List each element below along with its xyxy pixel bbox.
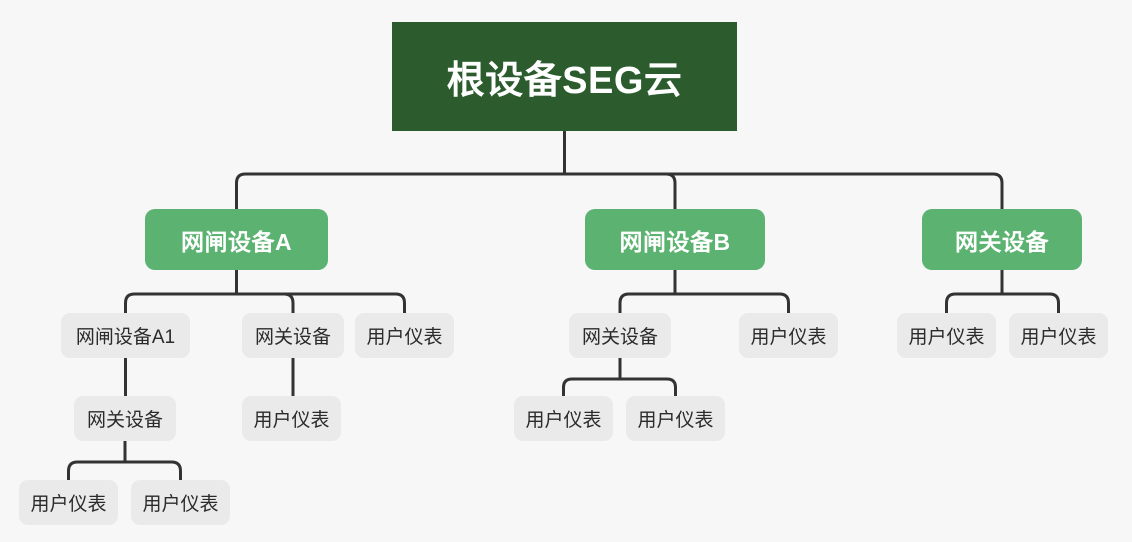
node-label: 网闸设备A1 <box>75 327 176 348</box>
node-label: 网关设备 <box>581 327 658 348</box>
connector-b1-a_l3_3 <box>235 292 406 315</box>
node-a_l3_2[interactable]: 网关设备 <box>242 313 344 358</box>
node-a_l5_1[interactable]: 用户仪表 <box>19 480 118 525</box>
node-label: 用户仪表 <box>142 494 219 515</box>
node-b_l3_1[interactable]: 网关设备 <box>569 313 671 358</box>
node-label: 用户仪表 <box>637 410 714 431</box>
node-label: 用户仪表 <box>750 327 827 348</box>
connector-root-b3 <box>563 172 1004 211</box>
connector-root-b1 <box>235 172 566 211</box>
node-a_l5_2[interactable]: 用户仪表 <box>131 480 230 525</box>
connector-b3-c_l3_2 <box>1000 292 1060 315</box>
node-label: 用户仪表 <box>30 494 107 515</box>
node-label: 用户仪表 <box>253 410 330 431</box>
node-root[interactable]: 根设备SEG云 <box>392 22 737 131</box>
node-label: 用户仪表 <box>525 410 602 431</box>
node-label: 根设备SEG云 <box>446 60 683 102</box>
node-a_l3_1[interactable]: 网闸设备A1 <box>61 313 190 358</box>
node-b3[interactable]: 网关设备 <box>922 209 1082 270</box>
node-a_l4_1[interactable]: 网关设备 <box>74 396 176 441</box>
node-label: 网关设备 <box>955 228 1049 255</box>
node-a_l3_3[interactable]: 用户仪表 <box>355 313 454 358</box>
connector-a_l4_1-a_l5_1 <box>67 460 127 482</box>
node-b_l3_2[interactable]: 用户仪表 <box>739 313 838 358</box>
connector-b1-a_l3_2 <box>235 292 295 315</box>
node-label: 网关设备 <box>254 327 331 348</box>
connector-b_l3_1-b_l4_1 <box>562 377 622 398</box>
node-label: 用户仪表 <box>1020 327 1097 348</box>
connector-b1-a_l3_1 <box>124 292 238 315</box>
connector-b_l3_1-b_l4_2 <box>618 377 677 398</box>
node-a_l4_2[interactable]: 用户仪表 <box>242 396 341 441</box>
node-label: 用户仪表 <box>366 327 443 348</box>
node-b2[interactable]: 网闸设备B <box>585 209 765 270</box>
connector-b2-b_l3_2 <box>673 292 790 315</box>
node-label: 网闸设备B <box>619 228 731 255</box>
node-b_l4_1[interactable]: 用户仪表 <box>514 396 613 441</box>
node-b1[interactable]: 网闸设备A <box>145 209 328 270</box>
connector-b3-c_l3_1 <box>945 292 1004 315</box>
node-label: 网闸设备A <box>180 228 293 255</box>
connector-b2-b_l3_1 <box>618 292 677 315</box>
node-label: 网关设备 <box>86 410 163 431</box>
connector-root-b2 <box>563 172 677 211</box>
node-label: 用户仪表 <box>908 327 985 348</box>
node-c_l3_2[interactable]: 用户仪表 <box>1009 313 1108 358</box>
node-c_l3_1[interactable]: 用户仪表 <box>897 313 996 358</box>
connector-a_l4_1-a_l5_2 <box>123 460 182 482</box>
node-b_l4_2[interactable]: 用户仪表 <box>626 396 725 441</box>
